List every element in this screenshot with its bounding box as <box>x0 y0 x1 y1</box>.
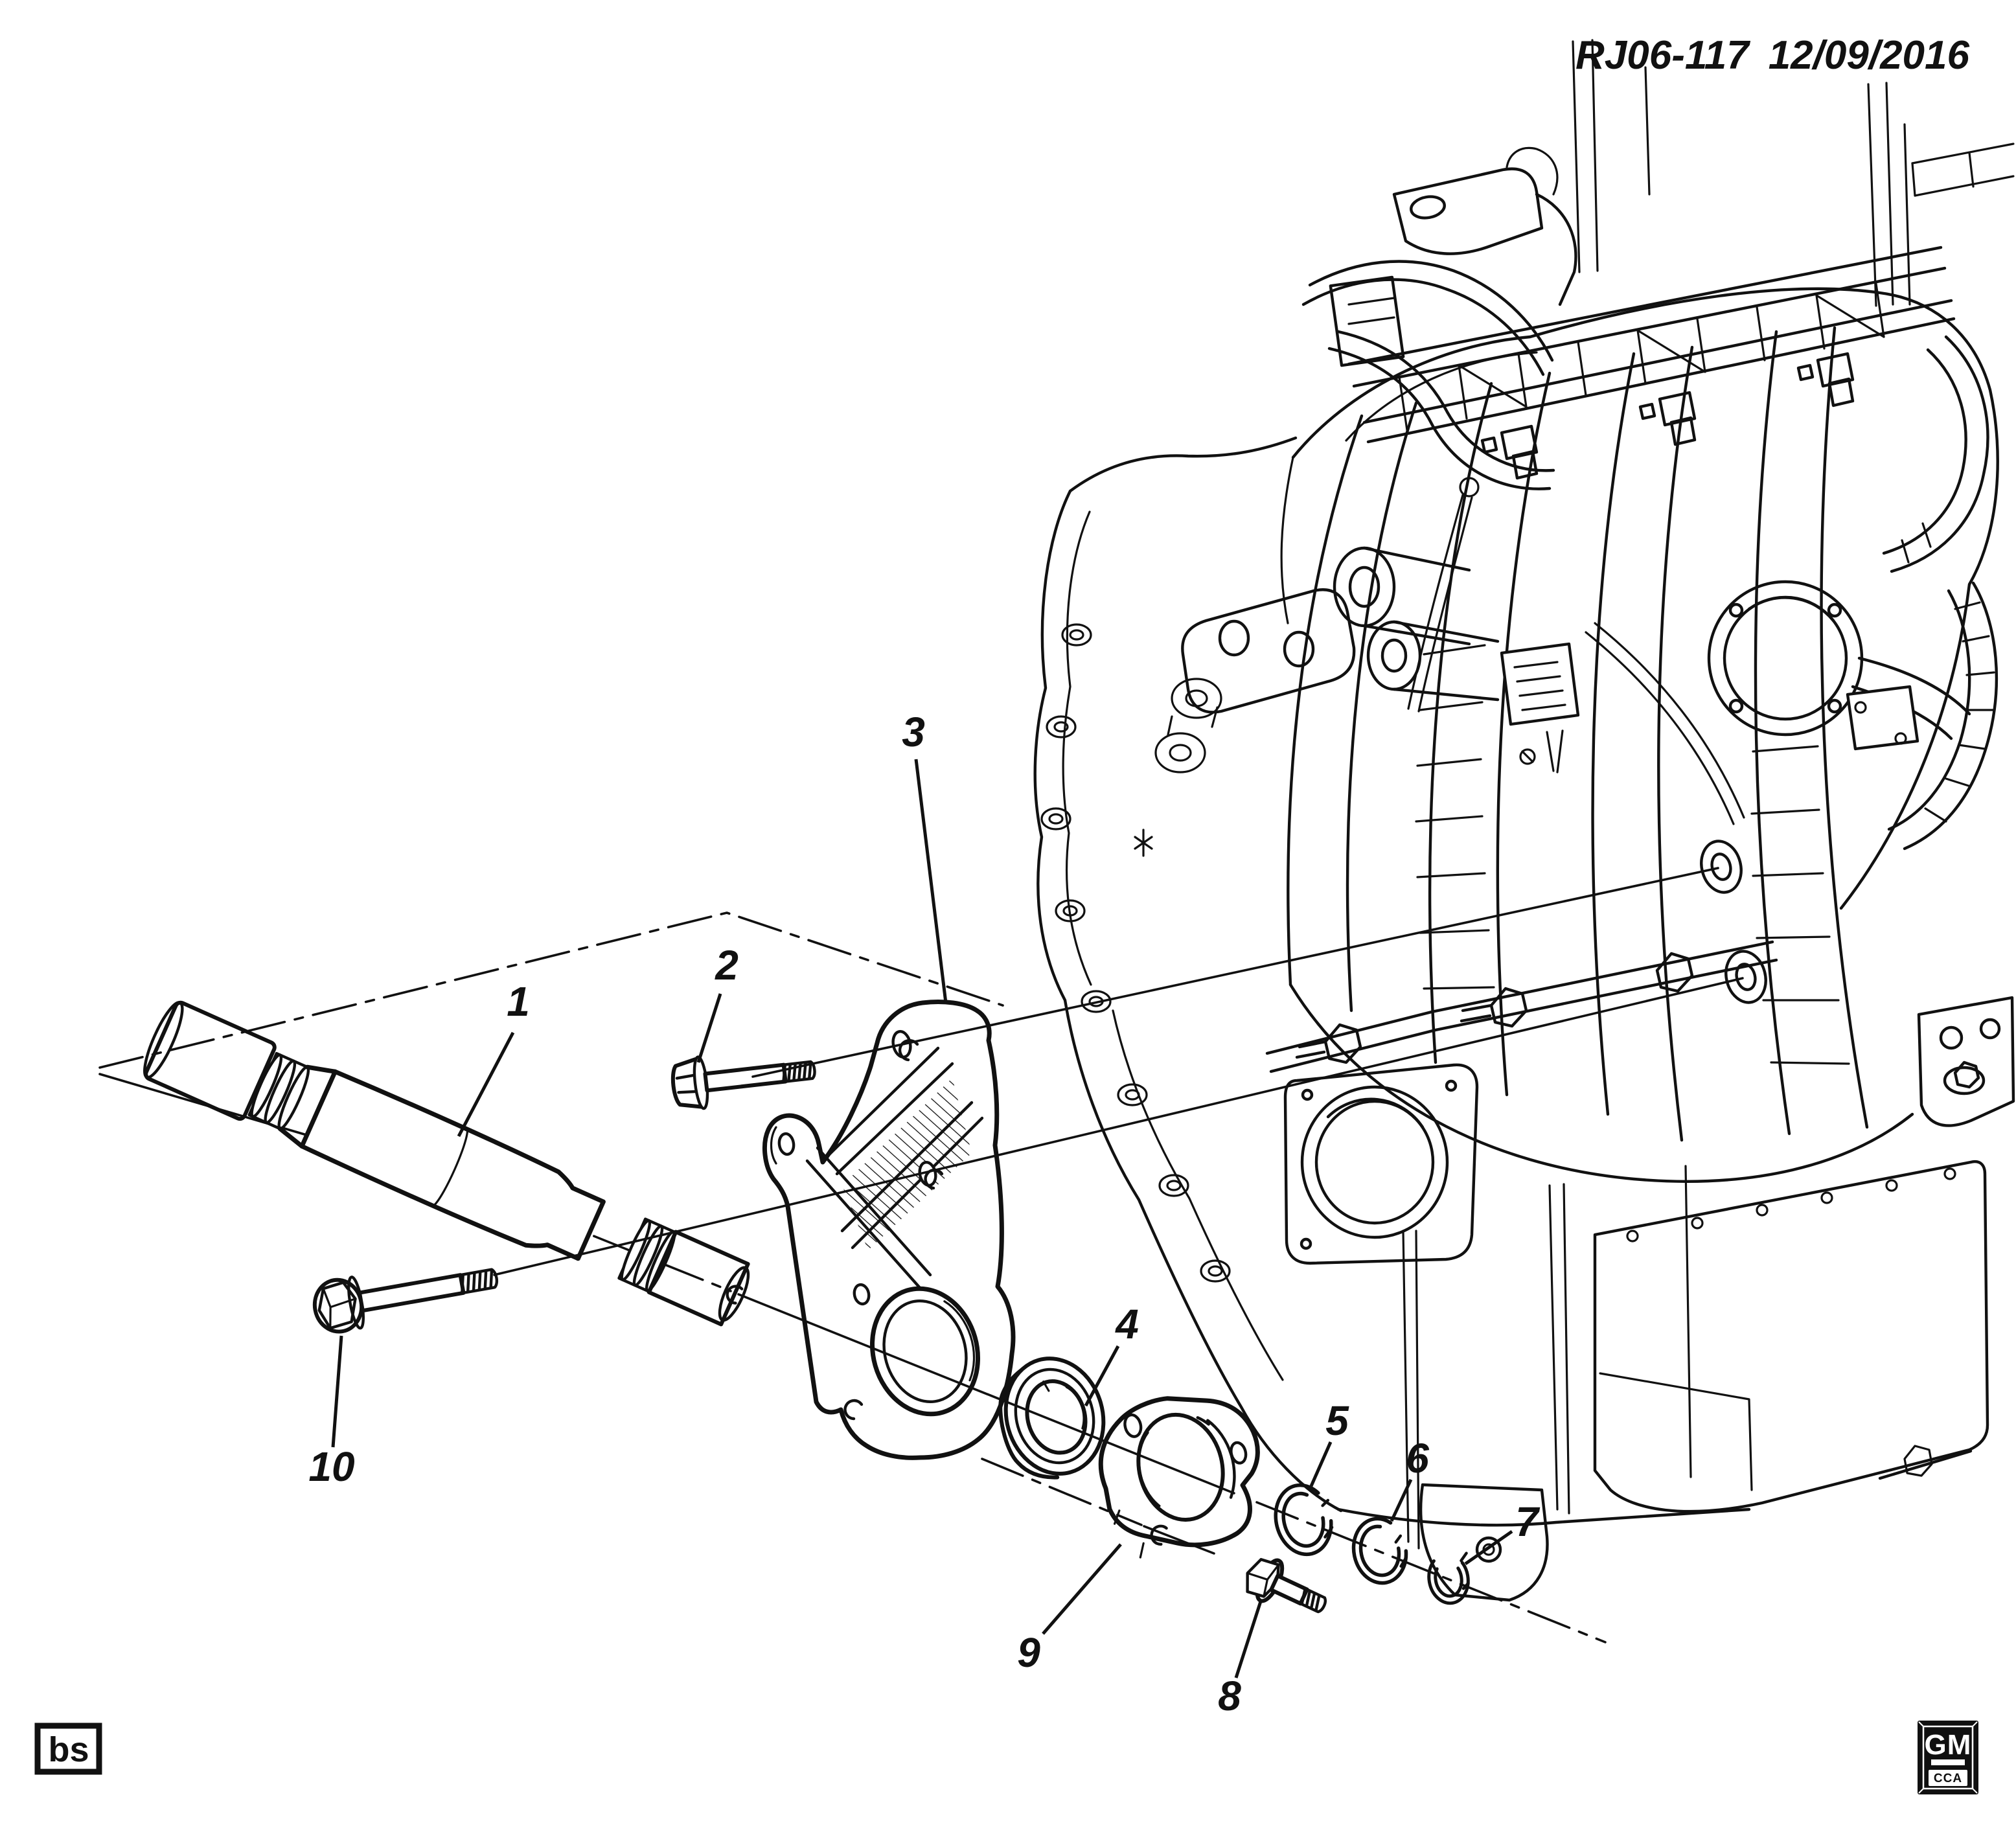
callout-10-leader <box>331 1335 343 1448</box>
gm-logo: GM CCA <box>1918 1721 1978 1794</box>
callout-9-label: 9 <box>1017 1629 1040 1676</box>
intermediate-shaft-art <box>143 1000 750 1327</box>
callout-3-label: 3 <box>902 709 925 755</box>
callout-7-label: 7 <box>1515 1498 1541 1545</box>
callout-8-label: 8 <box>1218 1673 1241 1719</box>
artist-initials-box: bs <box>34 1723 102 1775</box>
callout-10-label: 10 <box>308 1443 354 1490</box>
shaft-bracket-art <box>762 1000 1016 1460</box>
callout-3-leader <box>914 759 948 1003</box>
callout-4-leader <box>1084 1345 1120 1407</box>
bolt-8-art <box>1246 1558 1327 1614</box>
drawing-number-title: RJ06-117 12/09/2016 <box>1575 33 1970 78</box>
artist-initials: bs <box>48 1730 89 1769</box>
callout-6-label: 6 <box>1406 1435 1429 1482</box>
callout-leaders <box>331 759 1513 1678</box>
callout-5-label: 5 <box>1325 1397 1349 1444</box>
seal-art <box>998 1357 1106 1480</box>
axis-main-dash-right <box>1255 1501 1607 1643</box>
callout-1-label: 1 <box>507 978 530 1025</box>
axis-bolt8-dash <box>981 1458 1143 1526</box>
callout-6-leader <box>1390 1478 1413 1522</box>
snap-ring-6-art <box>1351 1517 1408 1585</box>
callout-9-leader <box>1042 1543 1122 1635</box>
callout-8-leader <box>1234 1601 1263 1678</box>
axis-bolt2-to-engine <box>751 867 1719 1078</box>
gm-logo-subtext: CCA <box>1934 1772 1962 1785</box>
callout-2-label: 2 <box>715 942 739 989</box>
callout-5-leader <box>1309 1441 1333 1487</box>
axis-bolt8-solid <box>1143 1525 1215 1555</box>
assembly-axis-lines <box>493 867 1744 1643</box>
axis-bolt10-to-engine <box>493 977 1744 1276</box>
callout-1-leader <box>457 1031 515 1138</box>
callout-2-leader <box>696 993 722 1063</box>
engine-assembly-art <box>1033 39 2015 1602</box>
gm-logo-text: GM <box>1925 1729 1972 1761</box>
callout-7-leader <box>1464 1529 1513 1566</box>
bolt-10-art <box>312 1268 499 1334</box>
axis-main-solid <box>737 1293 1235 1494</box>
drawing-date: 12/09/2016 <box>1769 33 1970 78</box>
callout-4-label: 4 <box>1114 1301 1139 1347</box>
callout-labels: 1 2 3 4 5 6 7 8 9 10 <box>308 709 1541 1719</box>
drawing-code: RJ06-117 <box>1575 33 1750 78</box>
